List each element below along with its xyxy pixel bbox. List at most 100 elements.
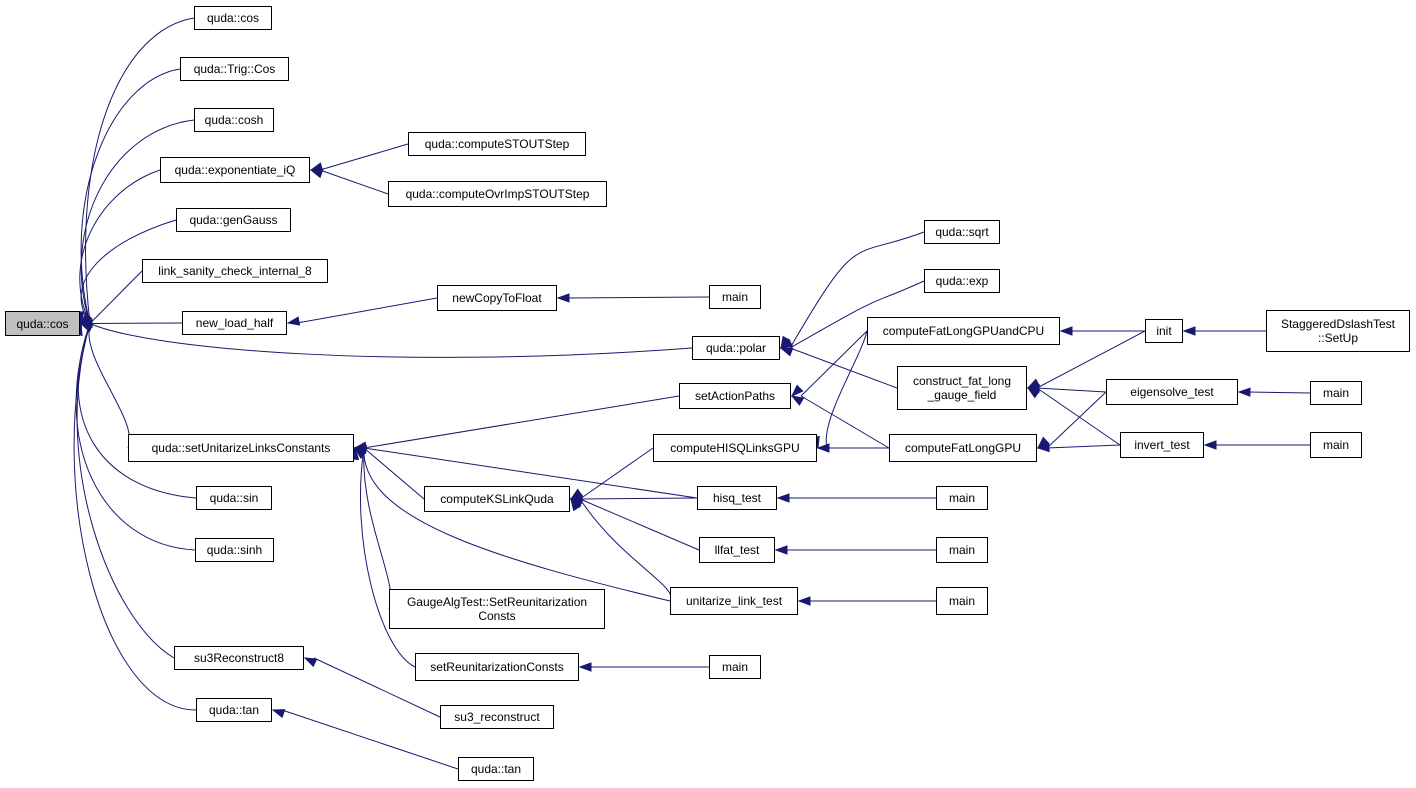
arrowhead [271, 709, 286, 719]
arrowhead [797, 596, 811, 606]
node-main-eigen[interactable]: main [1310, 381, 1362, 405]
edge-trigcos-to-root [80, 68, 181, 324]
arrowhead [79, 322, 94, 333]
node-exp[interactable]: quda::exp [924, 269, 1000, 293]
node-root: quda::cos [5, 311, 80, 336]
node-trigcos[interactable]: quda::Trig::Cos [180, 57, 289, 81]
node-stout[interactable]: quda::computeSTOUTStep [408, 132, 586, 156]
node-linksanity[interactable]: link_sanity_check_internal_8 [142, 259, 328, 283]
arrowhead [303, 657, 318, 668]
edge-stout-to-expiq [319, 143, 409, 171]
node-fatgpu[interactable]: computeFatLongGPU [889, 434, 1037, 462]
edge-fatcpu-to-setaction [800, 330, 868, 397]
node-main-llfat[interactable]: main [936, 537, 988, 563]
node-gaugealg[interactable]: GaugeAlgTest::SetReunitarization Consts [389, 589, 605, 629]
node-eigen[interactable]: eigensolve_test [1106, 379, 1238, 405]
arrowhead [556, 293, 570, 303]
node-main-sr[interactable]: main [709, 655, 761, 679]
edge-sin-to-root [77, 323, 197, 499]
arrowhead [578, 662, 592, 672]
edge-setaction-to-setunit [363, 395, 680, 449]
node-kslink[interactable]: computeKSLinkQuda [424, 486, 570, 512]
node-ovrimp[interactable]: quda::computeOvrImpSTOUTStep [388, 181, 607, 207]
edge-setreunit-to-setunit [360, 447, 416, 668]
node-su3rec[interactable]: su3_reconstruct [440, 705, 554, 729]
arrowhead [79, 312, 93, 325]
node-setunit[interactable]: quda::setUnitarizeLinksConstants [128, 434, 354, 462]
node-expiq[interactable]: quda::exponentiate_iQ [160, 157, 310, 183]
arrowhead [779, 338, 794, 349]
edge-ovrimp-to-expiq [319, 169, 389, 195]
edge-fatgpu-to-setaction [800, 395, 890, 449]
edge-kslink-to-setunit [363, 447, 425, 500]
arrowhead [1026, 387, 1041, 399]
edge-sqrt-to-polar [789, 231, 925, 349]
edge-expiq-to-root [79, 169, 161, 324]
node-main-hisq[interactable]: main [936, 486, 988, 510]
node-su3rec8[interactable]: su3Reconstruct8 [174, 646, 304, 670]
node-main-invert[interactable]: main [1310, 432, 1362, 458]
arrowhead [286, 316, 301, 326]
edge-hisqtest-to-setunit [363, 447, 698, 499]
edge-fatcpu-to-hisqlinks [825, 330, 868, 449]
arrowhead [774, 545, 788, 555]
node-main-unit[interactable]: main [936, 587, 988, 615]
node-sin[interactable]: quda::sin [196, 486, 272, 510]
arrowhead [790, 384, 804, 398]
edge-llfat-to-kslink [579, 498, 700, 551]
edge-exp-to-polar [789, 280, 925, 349]
node-stag[interactable]: StaggeredDslashTest ::SetUp [1266, 310, 1410, 352]
edge-su3rec-to-su3rec8 [313, 657, 441, 718]
edge-newcopy-to-newload [296, 297, 438, 324]
node-setaction[interactable]: setActionPaths [679, 383, 791, 409]
node-unitarize[interactable]: unitarize_link_test [670, 587, 798, 615]
edge-gengauss-to-root [80, 219, 177, 324]
node-gengauss[interactable]: quda::genGauss [176, 208, 291, 232]
edge-invert-to-fatgpu [1046, 444, 1121, 449]
arrowhead [1059, 326, 1073, 336]
node-setreunit[interactable]: setReunitarizationConsts [415, 653, 579, 681]
edge-eigen-to-construct [1036, 387, 1107, 393]
edge-construct-to-polar [789, 347, 898, 389]
edge-setunit-to-root [88, 323, 131, 449]
node-newcopy[interactable]: newCopyToFloat [437, 285, 557, 311]
edge-layer [70, 17, 1311, 770]
node-polar[interactable]: quda::polar [692, 336, 780, 360]
node-tan2[interactable]: quda::tan [458, 757, 534, 781]
arrowhead [309, 169, 324, 179]
edge-cos-to-root [85, 17, 195, 324]
edge-tan2-to-tan1 [281, 709, 459, 770]
node-main-nc[interactable]: main [709, 285, 761, 309]
arrowhead [1036, 442, 1050, 453]
edge-tan1-to-root [73, 323, 197, 711]
node-invert[interactable]: invert_test [1120, 432, 1204, 458]
arrowhead [776, 493, 790, 503]
edge-polar-to-root [89, 323, 693, 358]
node-construct[interactable]: construct_fat_long _gauge_field [897, 366, 1027, 410]
edge-init-to-construct [1036, 330, 1146, 389]
node-cosh[interactable]: quda::cosh [194, 108, 274, 132]
node-hisqlinks[interactable]: computeHISQLinksGPU [653, 434, 817, 462]
edge-hisqlinks-to-kslink [579, 447, 654, 500]
arrowhead [1203, 440, 1217, 450]
arrowhead [779, 347, 794, 357]
node-hisqtest[interactable]: hisq_test [697, 486, 777, 510]
node-newload[interactable]: new_load_half [182, 311, 287, 335]
arrowhead [1182, 326, 1196, 336]
node-tan1[interactable]: quda::tan [196, 698, 272, 722]
node-llfat[interactable]: llfat_test [699, 537, 775, 563]
edge-main_eigen-to-eigen [1247, 391, 1311, 394]
edge-gaugealg-to-setunit [363, 447, 392, 610]
arrowhead [1237, 387, 1251, 397]
node-fatcpu[interactable]: computeFatLongGPUandCPU [867, 317, 1060, 345]
edge-su3rec8-to-root [76, 323, 175, 659]
edge-main_nc-to-newcopy [566, 296, 710, 299]
edge-hisqtest-to-kslink [579, 497, 698, 500]
node-init[interactable]: init [1145, 319, 1183, 343]
node-sinh[interactable]: quda::sinh [195, 538, 274, 562]
node-sqrt[interactable]: quda::sqrt [924, 220, 1000, 244]
node-cos[interactable]: quda::cos [194, 6, 272, 30]
arrowhead [816, 443, 830, 453]
arrowhead [570, 497, 582, 512]
